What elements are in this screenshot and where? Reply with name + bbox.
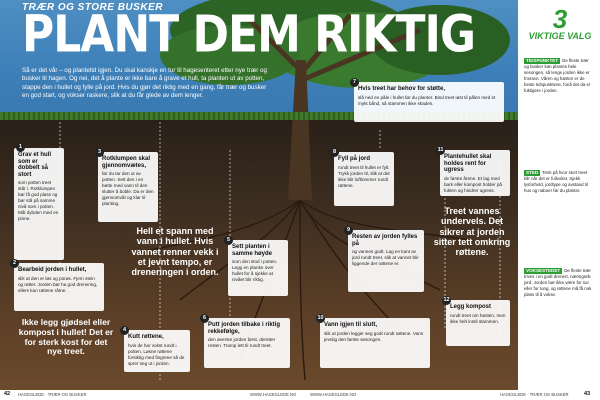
compost-callout: Ikke legg gjødsel eller kompost i hullet… xyxy=(18,317,114,357)
step-2-number: 2 xyxy=(10,259,19,268)
step-3-title: Rotklumpen skal gjennomvætes, xyxy=(102,156,151,169)
tree-illustration xyxy=(149,0,510,381)
right-footer-text: HAGEGLEDE · TRÆR OG BUSKER xyxy=(500,392,569,397)
tip-3-label: VOKSESTEDET xyxy=(524,268,563,275)
left-footer-text: HAGEGLEDE · TRÆR OG BUSKER xyxy=(18,392,87,397)
step-2-title: Bearbeid jorden i hullet, xyxy=(18,267,87,273)
step-6-text: den øverste jorden først, deretter reste… xyxy=(208,337,276,349)
step-12-number: 12 xyxy=(442,296,451,305)
step-5-number: 5 xyxy=(224,236,233,245)
right-page-number: 43 xyxy=(584,391,591,397)
sidebar-heading: 3 VIKTIGE VALG xyxy=(526,6,594,41)
step-8: Fyll på jord rundt treet til hullet er f… xyxy=(334,152,394,206)
step-2-text: slik at den er løs og porøs. Fjern stein… xyxy=(18,275,98,293)
tip-2-label: STED xyxy=(524,170,541,177)
step-10-title: Vann igjen til slutt, xyxy=(324,322,378,328)
step-6-number: 6 xyxy=(200,314,209,323)
step-6: Putt jorden tilbake i riktig rekkefølge,… xyxy=(204,318,290,368)
step-8-text: rundt treet til hullet er fylt. Trykk jo… xyxy=(338,164,390,188)
step-9: Resten av jorden fylles på og vannes god… xyxy=(348,230,424,292)
step-4-text: hvis de har vokst rundt i potten. Løsne … xyxy=(128,342,185,366)
step-1-title: Grav et hull som er dobbelt så stort xyxy=(18,152,52,178)
step-1: Grav et hull som er dobbelt så stort som… xyxy=(14,148,64,260)
tip-1-text: De fleste trær og busker kan plantes hel… xyxy=(524,58,591,93)
step-9-title: Resten av jorden fylles på xyxy=(352,234,418,247)
step-10-text: slik at jorden legger seg godt rundt røt… xyxy=(324,330,424,342)
step-5-title: Sett planten i samme høyde xyxy=(232,244,273,257)
step-3-number: 3 xyxy=(95,148,104,157)
step-5: Sett planten i samme høyde som den stod … xyxy=(228,240,288,296)
sidebar xyxy=(518,0,600,390)
step-1-number: 1 xyxy=(16,143,25,152)
kicker: TRÆR OG STORE BUSKER xyxy=(22,2,163,13)
step-8-title: Fyll på jord xyxy=(338,156,371,162)
step-8-number: 8 xyxy=(330,148,339,157)
step-7: Hvis treet har behov for støtte, slå ned… xyxy=(354,82,504,122)
tip-1-label: TIDSPUNKTET xyxy=(524,58,561,65)
footer: 42 HAGEGLEDE · TRÆR OG BUSKER WWW.HAGEGL… xyxy=(0,390,600,400)
step-7-number: 7 xyxy=(350,78,359,87)
tip-2-text: Tenk på hvor stort treet blir når det er… xyxy=(524,170,588,194)
step-11: Plantehullet skal holdes rent for ugress… xyxy=(440,150,510,196)
step-12-text: rundt treet om høsten, men ikke helt inn… xyxy=(450,312,506,324)
tip-3-text: De fleste trær trives i en godt drenert,… xyxy=(524,268,592,297)
step-4: Kutt røttene, hvis de har vokst rundt i … xyxy=(124,330,190,372)
sidebar-title: VIKTIGE VALG xyxy=(528,31,592,41)
page-title: PLANT DEM RIKTIG xyxy=(22,5,476,65)
step-4-title: Kutt røttene, xyxy=(128,334,164,340)
step-11-title: Plantehullet skal holdes rent for ugress xyxy=(444,154,492,174)
grass-line xyxy=(0,112,518,120)
step-9-text: og vannes godt. Lag en kant av jord rund… xyxy=(352,249,419,267)
step-11-number: 11 xyxy=(436,146,445,155)
step-3-text: før du tar den ut av potten. Sett den i … xyxy=(102,171,154,207)
step-12-title: Legg kompost xyxy=(450,304,492,310)
center-right-footer: WWW.HAGEGLEDE.NO xyxy=(310,392,357,397)
step-6-title: Putt jorden tilbake i riktig rekkefølge, xyxy=(208,322,281,335)
step-1-text: som potten treet står i. Rotklumpen bør … xyxy=(18,180,59,222)
step-7-text: slå ned en påle i hullet før du planter.… xyxy=(358,94,496,106)
step-7-title: Hvis treet har behov for støtte, xyxy=(358,86,446,92)
step-2: Bearbeid jorden i hullet, slik at den er… xyxy=(14,263,104,311)
step-10-number: 10 xyxy=(316,314,325,323)
step-11-text: de første årene. Et lag med bark eller k… xyxy=(444,175,502,193)
step-9-number: 9 xyxy=(344,226,353,235)
intro-text: Så er det vår – og plantetid igjen. Du s… xyxy=(22,67,267,100)
sidebar-number: 3 xyxy=(552,4,568,34)
step-4-number: 4 xyxy=(120,326,129,335)
left-page-number: 42 xyxy=(4,391,11,397)
water-callout: Hell et spann med vann i hullet. Hvis va… xyxy=(131,226,219,278)
center-left-footer: WWW.HAGEGLEDE.NO xyxy=(250,392,297,397)
step-3: Rotklumpen skal gjennomvætes, før du tar… xyxy=(98,152,158,222)
watering-callout: Treet vannes undervels. Det sikrer at jo… xyxy=(433,206,511,258)
step-5-text: som den stod i potten. Legg en planke ov… xyxy=(232,259,278,283)
step-10: Vann igjen til slutt, slik at jorden leg… xyxy=(320,318,430,368)
step-12: Legg kompost rundt treet om høsten, men … xyxy=(446,300,510,346)
